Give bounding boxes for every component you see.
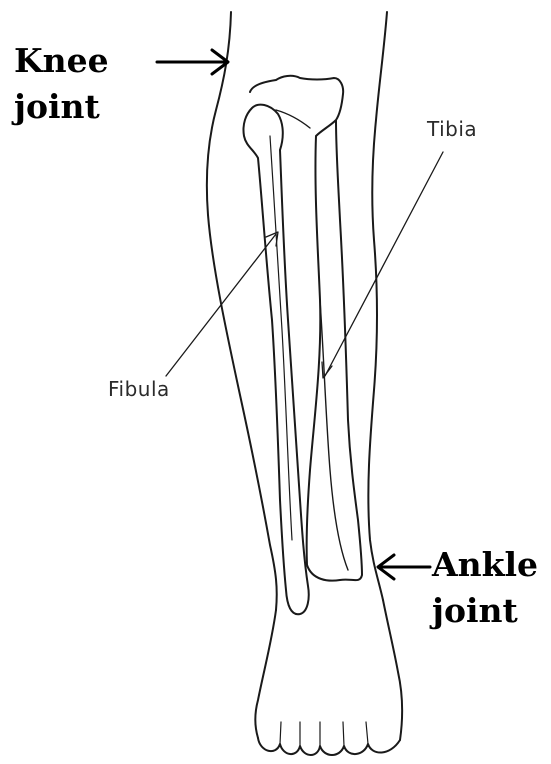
- fibula-label: Fibula: [108, 377, 170, 401]
- fibula-bone: [243, 105, 308, 615]
- knee-label-line-2: joint: [14, 84, 109, 130]
- foot-outline: [255, 600, 402, 740]
- toes: [258, 738, 400, 755]
- knee-joint-label: Knee joint: [14, 38, 109, 130]
- tibia-bone: [250, 76, 362, 581]
- leg-outline-right: [368, 12, 387, 600]
- ankle-joint-label: Ankle joint: [432, 542, 538, 634]
- leg-outline-left: [207, 12, 277, 610]
- ankle-label-line-2: joint: [432, 588, 538, 634]
- tibia-label: Tibia: [427, 117, 477, 141]
- fibula-pointer-line: [166, 234, 276, 376]
- toe-lines: [280, 722, 368, 746]
- ankle-arrow: [378, 555, 430, 579]
- knee-label-line-1: Knee: [14, 38, 109, 84]
- knee-arrow: [157, 50, 228, 74]
- ankle-label-line-1: Ankle: [432, 542, 538, 588]
